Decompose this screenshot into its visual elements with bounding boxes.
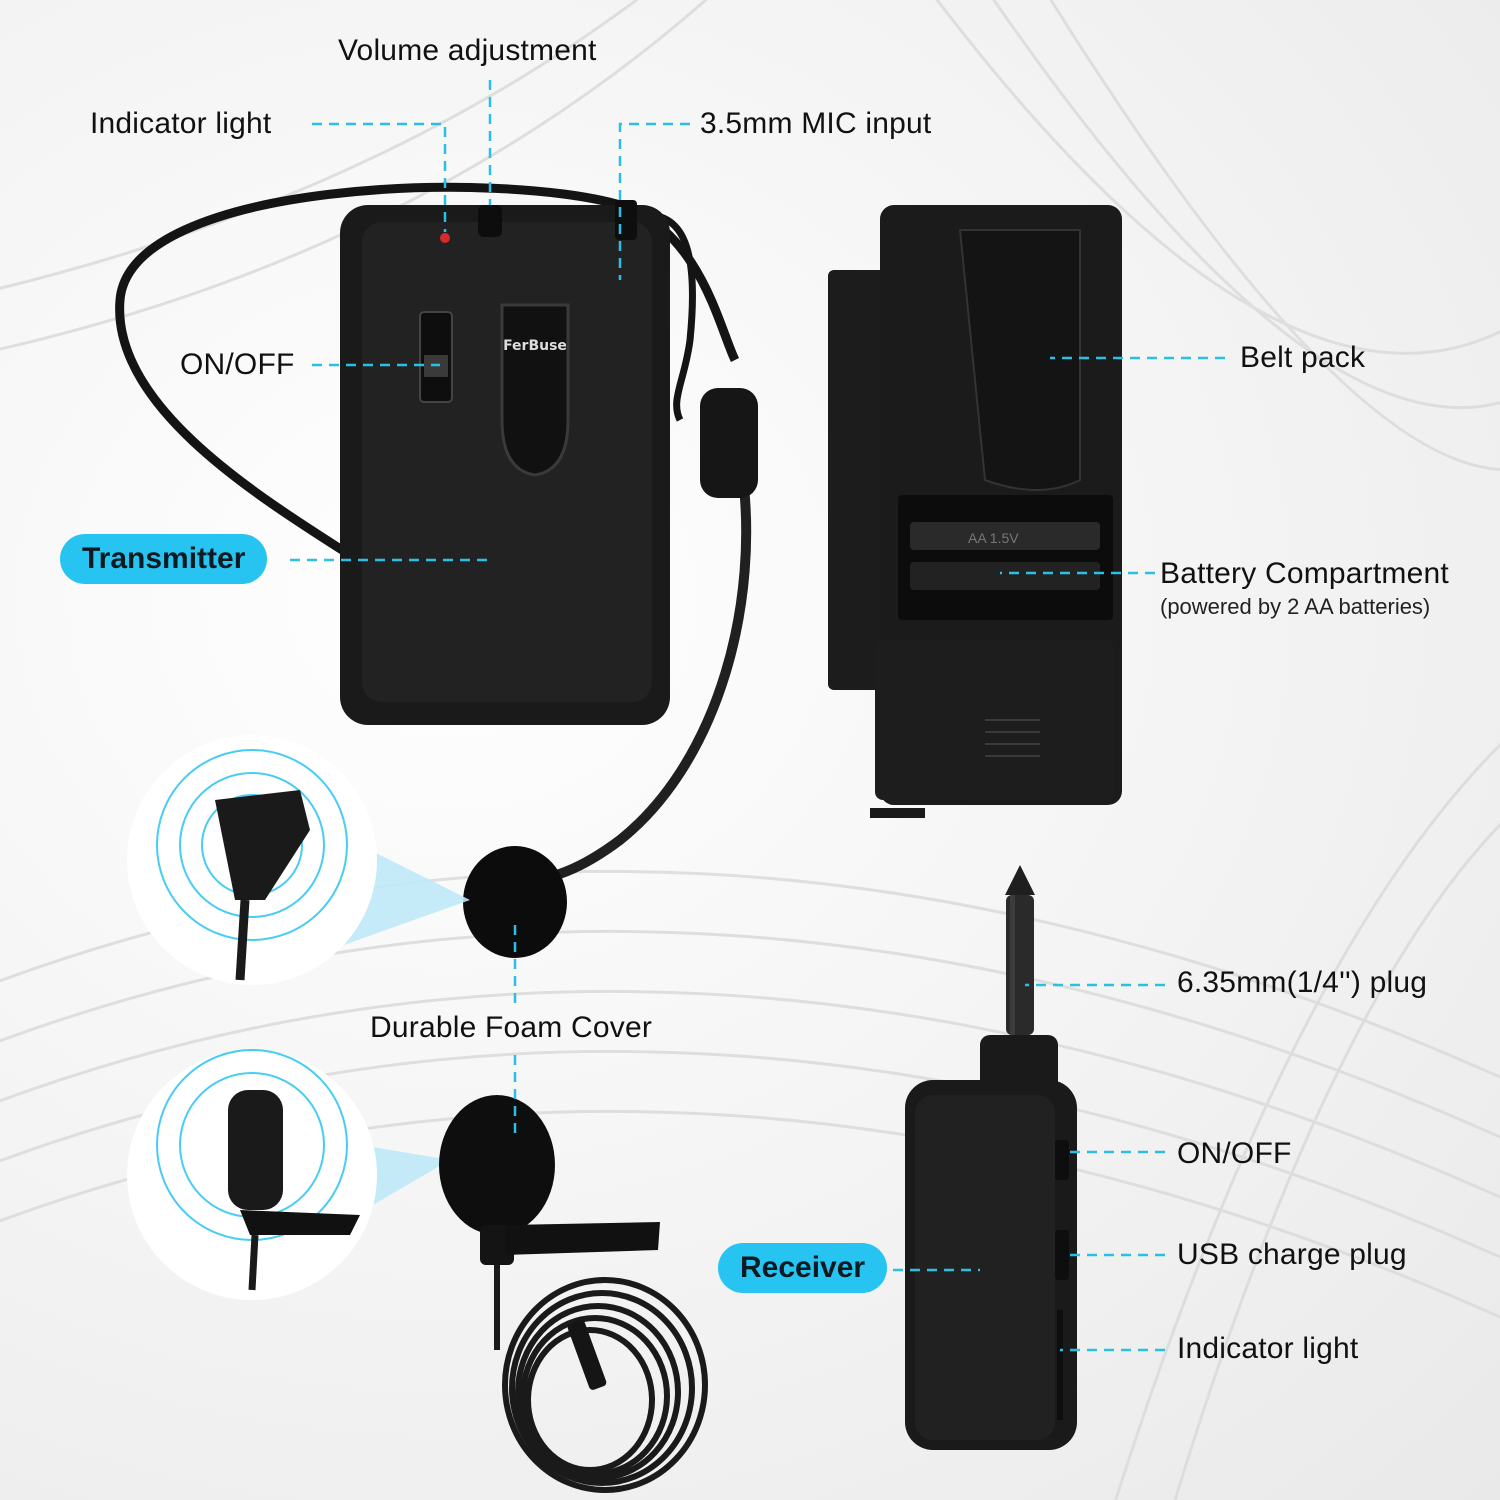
callout-mic-input: 3.5mm MIC input — [700, 107, 932, 140]
gooseneck — [524, 469, 752, 885]
belt-clip — [958, 229, 1081, 491]
receiver-badge: Receiver — [718, 1243, 888, 1293]
callout-foam-cover: Durable Foam Cover — [370, 1011, 653, 1044]
callout-belt-pack: Belt pack — [1240, 341, 1366, 374]
callout-usb-charge: USB charge plug — [1177, 1238, 1407, 1271]
callout-on-off-transmitter: ON/OFF — [180, 348, 295, 381]
volume-knob — [478, 205, 502, 237]
lavalier-mic — [439, 1095, 708, 1493]
receiver-usb-port — [1055, 1230, 1069, 1280]
callout-volume-adjustment: Volume adjustment — [338, 34, 597, 67]
headset-foam-ball — [463, 846, 567, 958]
leader-mic-input — [618, 122, 690, 280]
lavalier-mic-magnifier — [127, 1049, 450, 1300]
brand-logo: FerBuse — [503, 338, 567, 354]
leader-indicator-top — [312, 122, 447, 232]
red-indicator-light — [440, 233, 450, 243]
receiver-switch — [1055, 1140, 1069, 1180]
callout-plug: 6.35mm(1/4'') plug — [1177, 966, 1428, 999]
battery-label: AA 1.5V — [968, 530, 1019, 546]
headband-cable — [115, 182, 740, 582]
callout-on-off-receiver: ON/OFF — [1177, 1137, 1292, 1170]
callout-battery-compartment: Battery Compartment — [1160, 557, 1449, 590]
callout-indicator-light-top: Indicator light — [90, 107, 272, 140]
callout-battery-note: (powered by 2 AA batteries) — [1160, 594, 1431, 619]
headset-mic-magnifier — [127, 735, 470, 985]
callout-indicator-light-receiver: Indicator light — [1177, 1332, 1359, 1365]
transmitter-device: FerBuse — [340, 200, 670, 725]
headset-mic-clip — [700, 388, 758, 498]
receiver-device — [905, 865, 1077, 1450]
belt-pack-device: AA 1.5V — [828, 205, 1122, 818]
brand-plate — [500, 303, 570, 477]
transmitter-badge: Transmitter — [60, 534, 268, 584]
